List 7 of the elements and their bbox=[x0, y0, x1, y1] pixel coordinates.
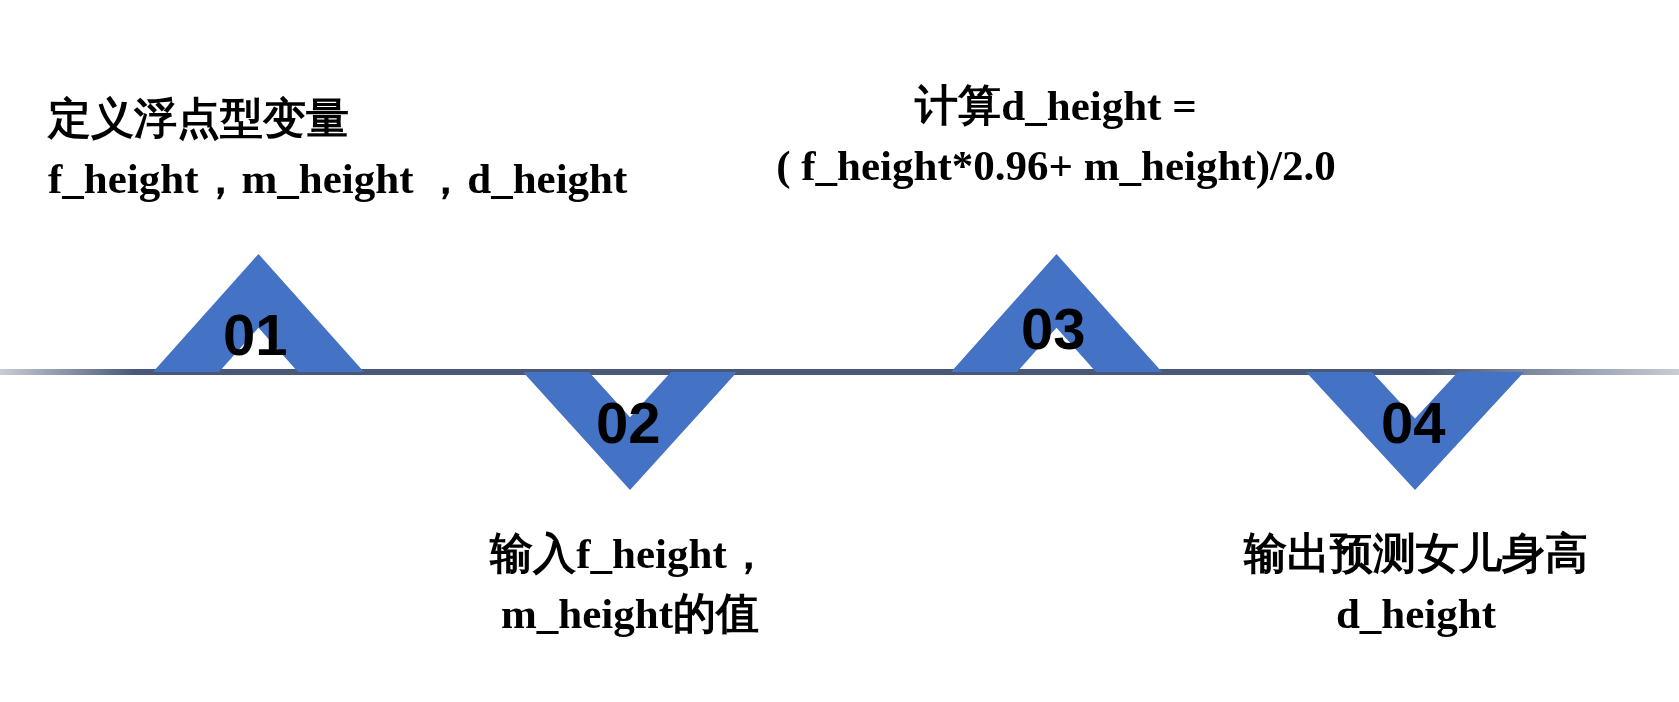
step-description: 输出预测女儿身高 d_height bbox=[1242, 529, 1589, 639]
step-number: 02 bbox=[596, 394, 661, 452]
step-description: 定义浮点型变量 f_height，m_height ，d_height bbox=[48, 94, 629, 204]
step-description: 输入f_height， m_height的值 bbox=[488, 529, 771, 639]
step-number: 03 bbox=[1021, 300, 1086, 358]
step-number: 04 bbox=[1381, 394, 1446, 452]
step-description: 计算d_height = ( f_height*0.96+ m_height)/2.0 bbox=[775, 81, 1337, 191]
